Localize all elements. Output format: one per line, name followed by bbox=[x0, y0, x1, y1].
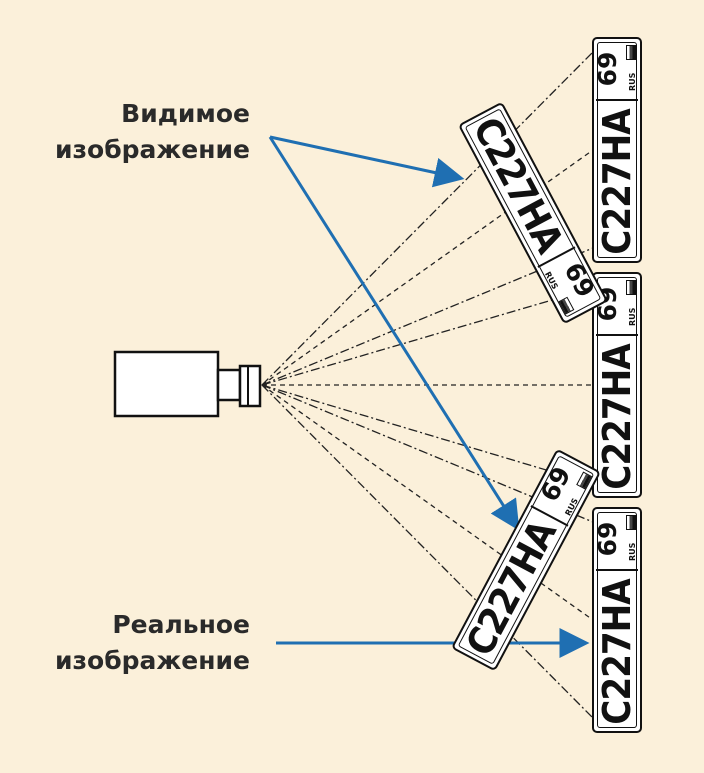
flag-icon bbox=[626, 45, 636, 60]
sight-line bbox=[261, 384, 594, 621]
plate-country: RUS bbox=[628, 72, 637, 91]
plate-region: 69 bbox=[593, 51, 622, 87]
visible-label-line2: изображение bbox=[54, 135, 250, 164]
real-label-line2: изображение bbox=[54, 646, 250, 675]
arrow-to-visible-top bbox=[269, 135, 465, 188]
sight-line bbox=[261, 384, 594, 523]
real-label-line1: Реальное bbox=[112, 610, 250, 639]
real-image-label: Реальное изображение bbox=[30, 607, 250, 679]
license-plate-real-top: С227НА 69 RUS bbox=[592, 37, 642, 263]
plate-country: RUS bbox=[628, 307, 637, 326]
sight-line bbox=[261, 384, 594, 485]
sight-line bbox=[261, 247, 594, 386]
arrow-to-visible-bottom bbox=[268, 136, 520, 531]
plate-country: RUS bbox=[543, 270, 560, 291]
flag-icon bbox=[626, 280, 636, 295]
visible-image-label: Видимое изображение bbox=[30, 96, 250, 168]
plate-number: С227НА bbox=[595, 579, 639, 725]
license-plate-real-bottom: С227НА 69 RUS bbox=[592, 507, 642, 733]
sight-line bbox=[261, 287, 594, 386]
sight-line bbox=[261, 384, 594, 719]
pointer-arrows bbox=[268, 135, 590, 658]
license-plate-real-middle: С227НА 69 RUS bbox=[592, 272, 642, 498]
flag-icon bbox=[626, 515, 636, 530]
plate-country: RUS bbox=[563, 496, 581, 518]
flag-icon bbox=[576, 471, 593, 490]
plate-number: С227НА bbox=[595, 344, 639, 490]
camera-icon bbox=[113, 350, 262, 418]
sight-line bbox=[261, 51, 594, 386]
plate-region: 69 bbox=[593, 521, 622, 557]
sight-lines bbox=[261, 51, 594, 719]
plate-number: С227НА bbox=[595, 109, 639, 255]
plate-country: RUS bbox=[628, 542, 637, 561]
sight-line bbox=[261, 149, 594, 386]
visible-label-line1: Видимое bbox=[121, 99, 250, 128]
flag-icon bbox=[558, 296, 575, 315]
